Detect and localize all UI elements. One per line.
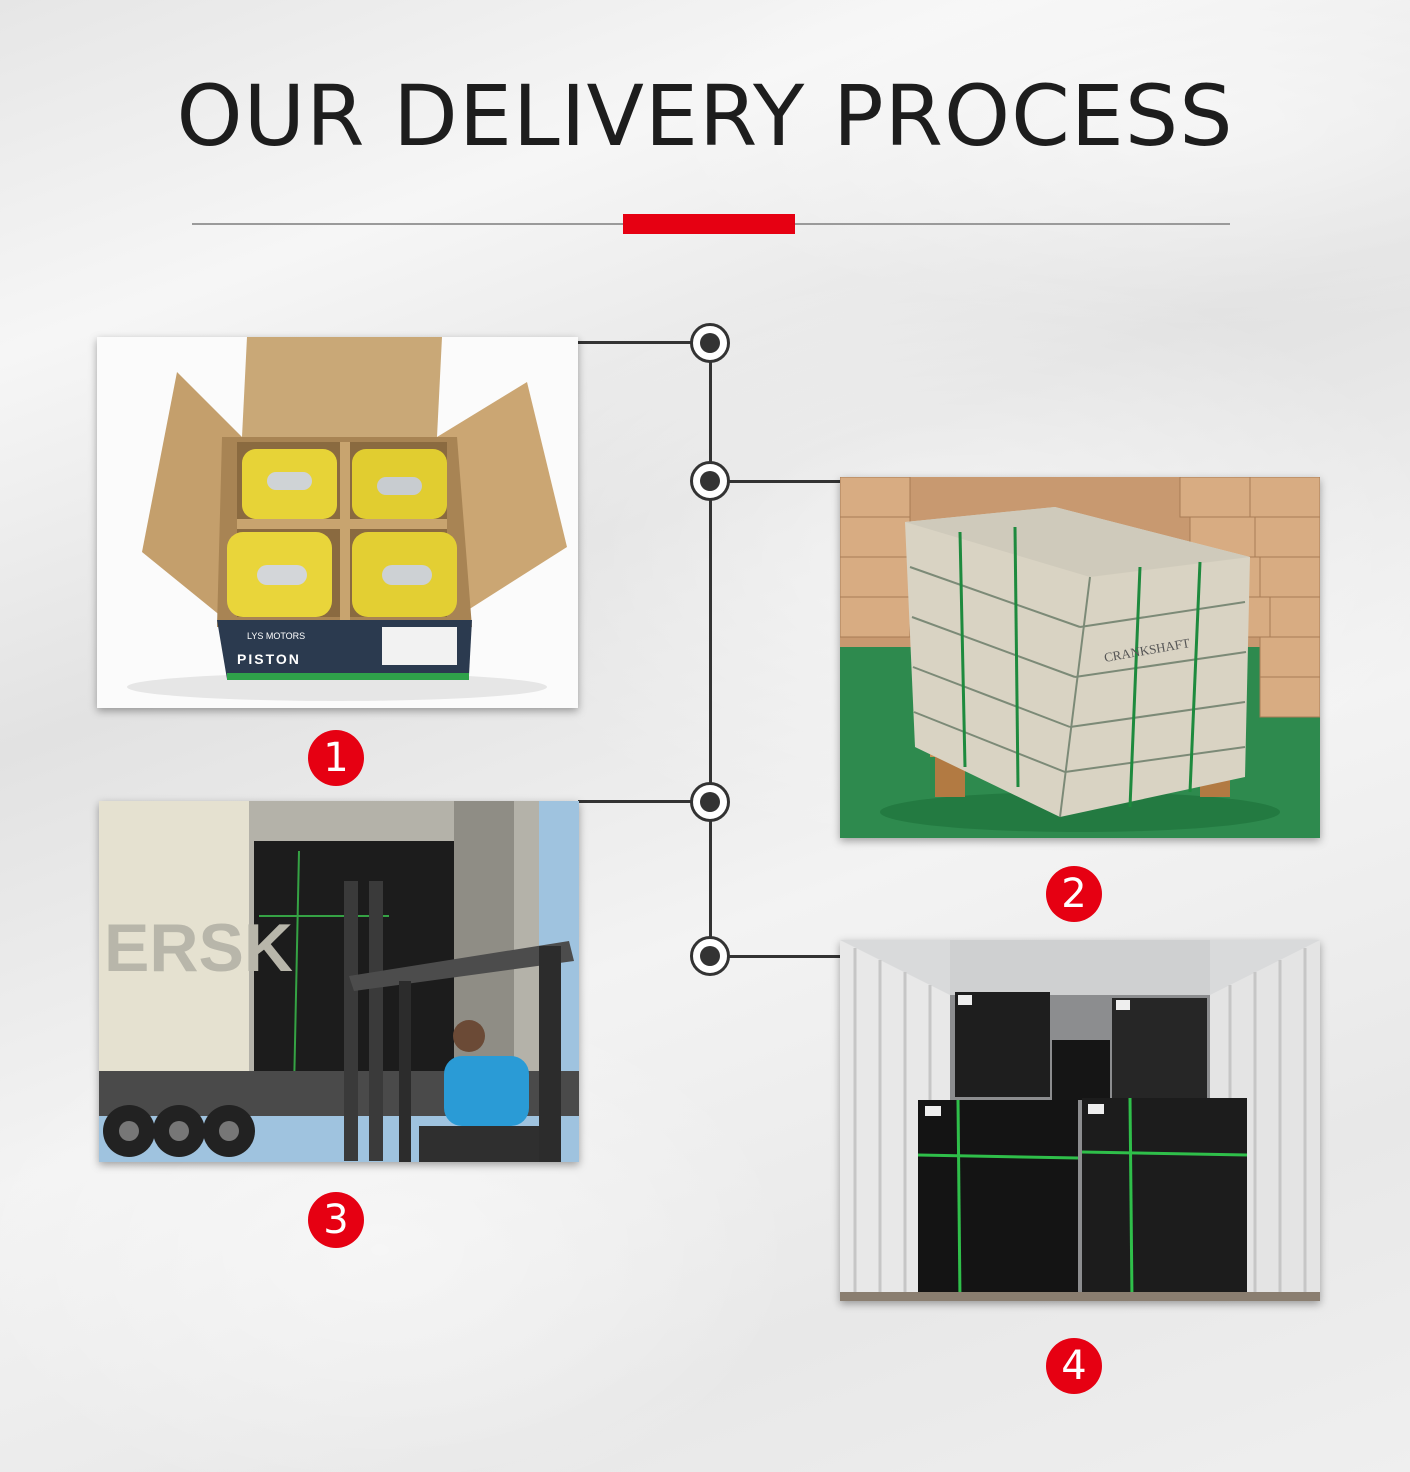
step-4-photo bbox=[840, 940, 1320, 1301]
step-number-1: 1 bbox=[308, 730, 364, 786]
step-number-3: 3 bbox=[308, 1192, 364, 1248]
container-cargo-photo-icon bbox=[840, 940, 1320, 1301]
crankshaft-pallet-photo-icon: CRANKSHAFT bbox=[840, 477, 1320, 838]
page-title: OUR DELIVERY PROCESS bbox=[176, 67, 1234, 165]
connector-1 bbox=[578, 341, 694, 344]
connector-4 bbox=[728, 955, 840, 958]
box-piston-label: PISTON bbox=[237, 651, 301, 667]
step-3-photo: ERSK bbox=[99, 801, 579, 1162]
timeline-line bbox=[709, 343, 712, 957]
step-number-2: 2 bbox=[1046, 866, 1102, 922]
step-1-photo: LYS MOTORS PISTON bbox=[97, 337, 578, 708]
step-number-4: 4 bbox=[1046, 1338, 1102, 1394]
piston-box-photo-icon: LYS MOTORS PISTON bbox=[97, 337, 578, 708]
timeline-node-1 bbox=[690, 323, 730, 363]
title-accent-bar bbox=[623, 214, 795, 234]
connector-3 bbox=[578, 800, 694, 803]
timeline-node-3 bbox=[690, 782, 730, 822]
timeline-node-4 bbox=[690, 936, 730, 976]
container-text: ERSK bbox=[104, 910, 293, 986]
connector-2 bbox=[728, 480, 840, 483]
forklift-loading-photo-icon: ERSK bbox=[99, 801, 579, 1162]
step-2-photo: CRANKSHAFT bbox=[840, 477, 1320, 838]
box-brand-label: LYS MOTORS bbox=[247, 631, 305, 641]
timeline-node-2 bbox=[690, 461, 730, 501]
